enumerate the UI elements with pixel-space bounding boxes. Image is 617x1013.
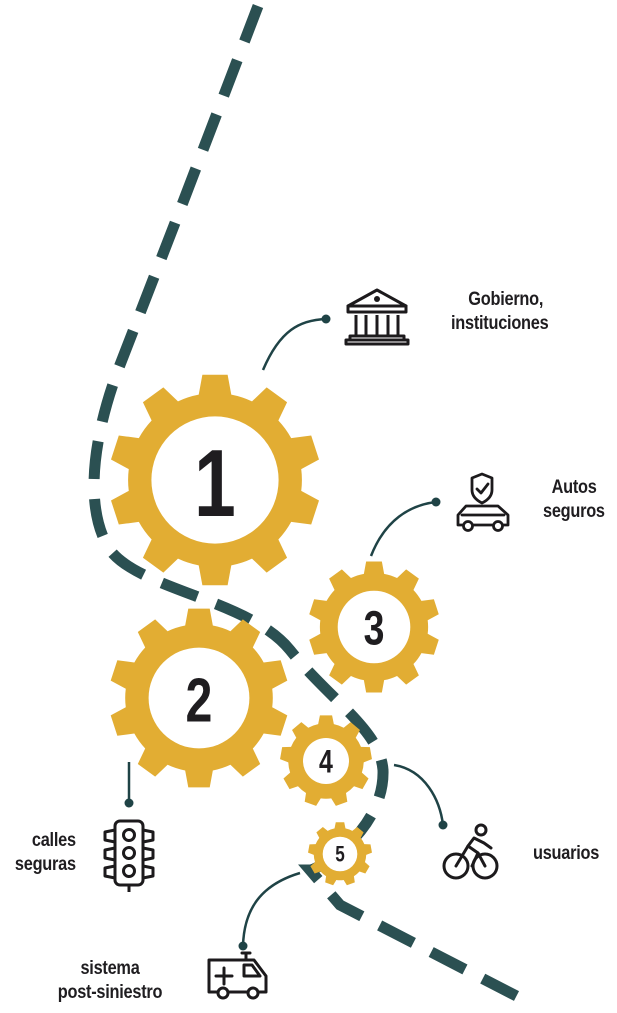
gear-3: 3 <box>309 561 439 693</box>
gear-hole <box>303 738 349 784</box>
label-usuarios: usuarios <box>533 842 599 866</box>
connectors <box>127 317 445 947</box>
label-sistema-line2: post-siniestro <box>57 982 163 1003</box>
connector-dot <box>438 820 448 830</box>
connector-sistema <box>241 871 301 947</box>
gear-number: 2 <box>186 666 213 735</box>
label-gobierno-line1: Gobierno, <box>468 289 544 310</box>
label-autos-line1: Autos <box>551 477 597 498</box>
ambulance-icon <box>207 951 268 1000</box>
gear-number: 4 <box>319 744 333 780</box>
label-calles: calles seguras <box>15 829 76 877</box>
label-sistema-line1: sistema <box>80 958 140 979</box>
government-building-icon <box>344 288 410 346</box>
dashed-road-path <box>88 4 533 1008</box>
connector-dot <box>321 314 331 324</box>
label-sistema: sistema post-siniestro <box>57 957 164 1005</box>
label-usuarios-line1: usuarios <box>533 843 600 864</box>
gears-layer: 1 2 3 4 5 <box>110 374 439 886</box>
label-calles-line1: calles <box>32 830 76 851</box>
connector-dot <box>431 497 441 507</box>
label-gobierno: Gobierno, instituciones <box>451 288 549 336</box>
gear-hole <box>151 416 279 544</box>
connector-usuarios <box>393 763 445 826</box>
gear-hole <box>322 836 358 872</box>
gear-4: 4 <box>280 715 372 806</box>
connector-autos <box>369 500 437 557</box>
gear-number: 3 <box>364 602 385 656</box>
label-autos: Autos seguros <box>543 476 605 524</box>
gear-number: 1 <box>194 430 236 537</box>
label-autos-line2: seguros <box>543 501 605 522</box>
connector-dot <box>124 798 134 808</box>
connector-gobierno <box>261 317 327 371</box>
gear-number: 5 <box>335 843 345 868</box>
gear-5: 5 <box>308 822 372 886</box>
connector-dots <box>124 314 448 951</box>
traffic-light-icon <box>103 819 155 892</box>
gear-hole <box>337 590 411 664</box>
gear-2: 2 <box>110 608 288 788</box>
safe-car-icon <box>456 472 510 532</box>
gear-hole <box>148 647 250 749</box>
label-gobierno-line2: instituciones <box>451 313 549 334</box>
cyclist-icon <box>442 823 499 880</box>
connector-dot <box>238 941 248 951</box>
label-calles-line2: seguras <box>15 854 76 875</box>
gear-1: 1 <box>111 374 319 586</box>
